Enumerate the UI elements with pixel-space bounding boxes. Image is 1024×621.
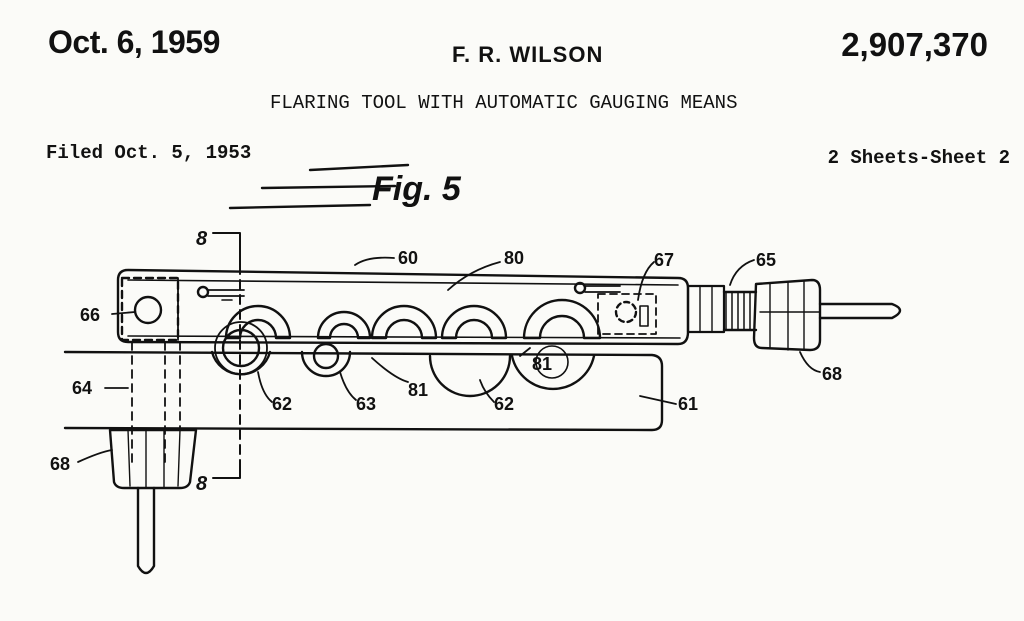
- ref-81-left: 81: [408, 380, 428, 400]
- clamp-body-60: [116, 268, 690, 346]
- ref-81-right: 81: [532, 354, 552, 374]
- inventor-name: F. R. WILSON: [452, 42, 604, 67]
- handle-knob-right: [752, 278, 822, 352]
- filed-date: Filed Oct. 5, 1953: [46, 142, 252, 164]
- ref-80: 80: [504, 248, 524, 268]
- ref-63: 63: [356, 394, 376, 414]
- ref-64: 64: [72, 378, 92, 398]
- ref-61: 61: [678, 394, 698, 414]
- section-mark-top: 8: [196, 228, 208, 250]
- ref-66: 66: [80, 305, 100, 325]
- patent-number: 2,907,370: [841, 26, 988, 63]
- patent-title: FLARING TOOL WITH AUTOMATIC GAUGING MEAN…: [270, 92, 738, 114]
- section-mark-bottom: 8: [196, 473, 208, 495]
- base-bar-61: [63, 350, 664, 432]
- ref-62-left: 62: [272, 394, 292, 414]
- ref-65: 65: [756, 250, 776, 270]
- sheet-count: 2 Sheets-Sheet 2: [827, 147, 1010, 169]
- ref-67: 67: [654, 250, 674, 270]
- ref-60: 60: [398, 248, 418, 268]
- handle-knob-bottom: [108, 428, 198, 490]
- ref-62-right: 62: [494, 394, 514, 414]
- section-line: [212, 232, 241, 479]
- figure-label: Fig. 5: [372, 170, 462, 208]
- ref-68-left: 68: [50, 454, 70, 474]
- ref-68-right: 68: [822, 364, 842, 384]
- patent-date: Oct. 6, 1959: [48, 24, 220, 60]
- figure-label-underline: [228, 163, 410, 210]
